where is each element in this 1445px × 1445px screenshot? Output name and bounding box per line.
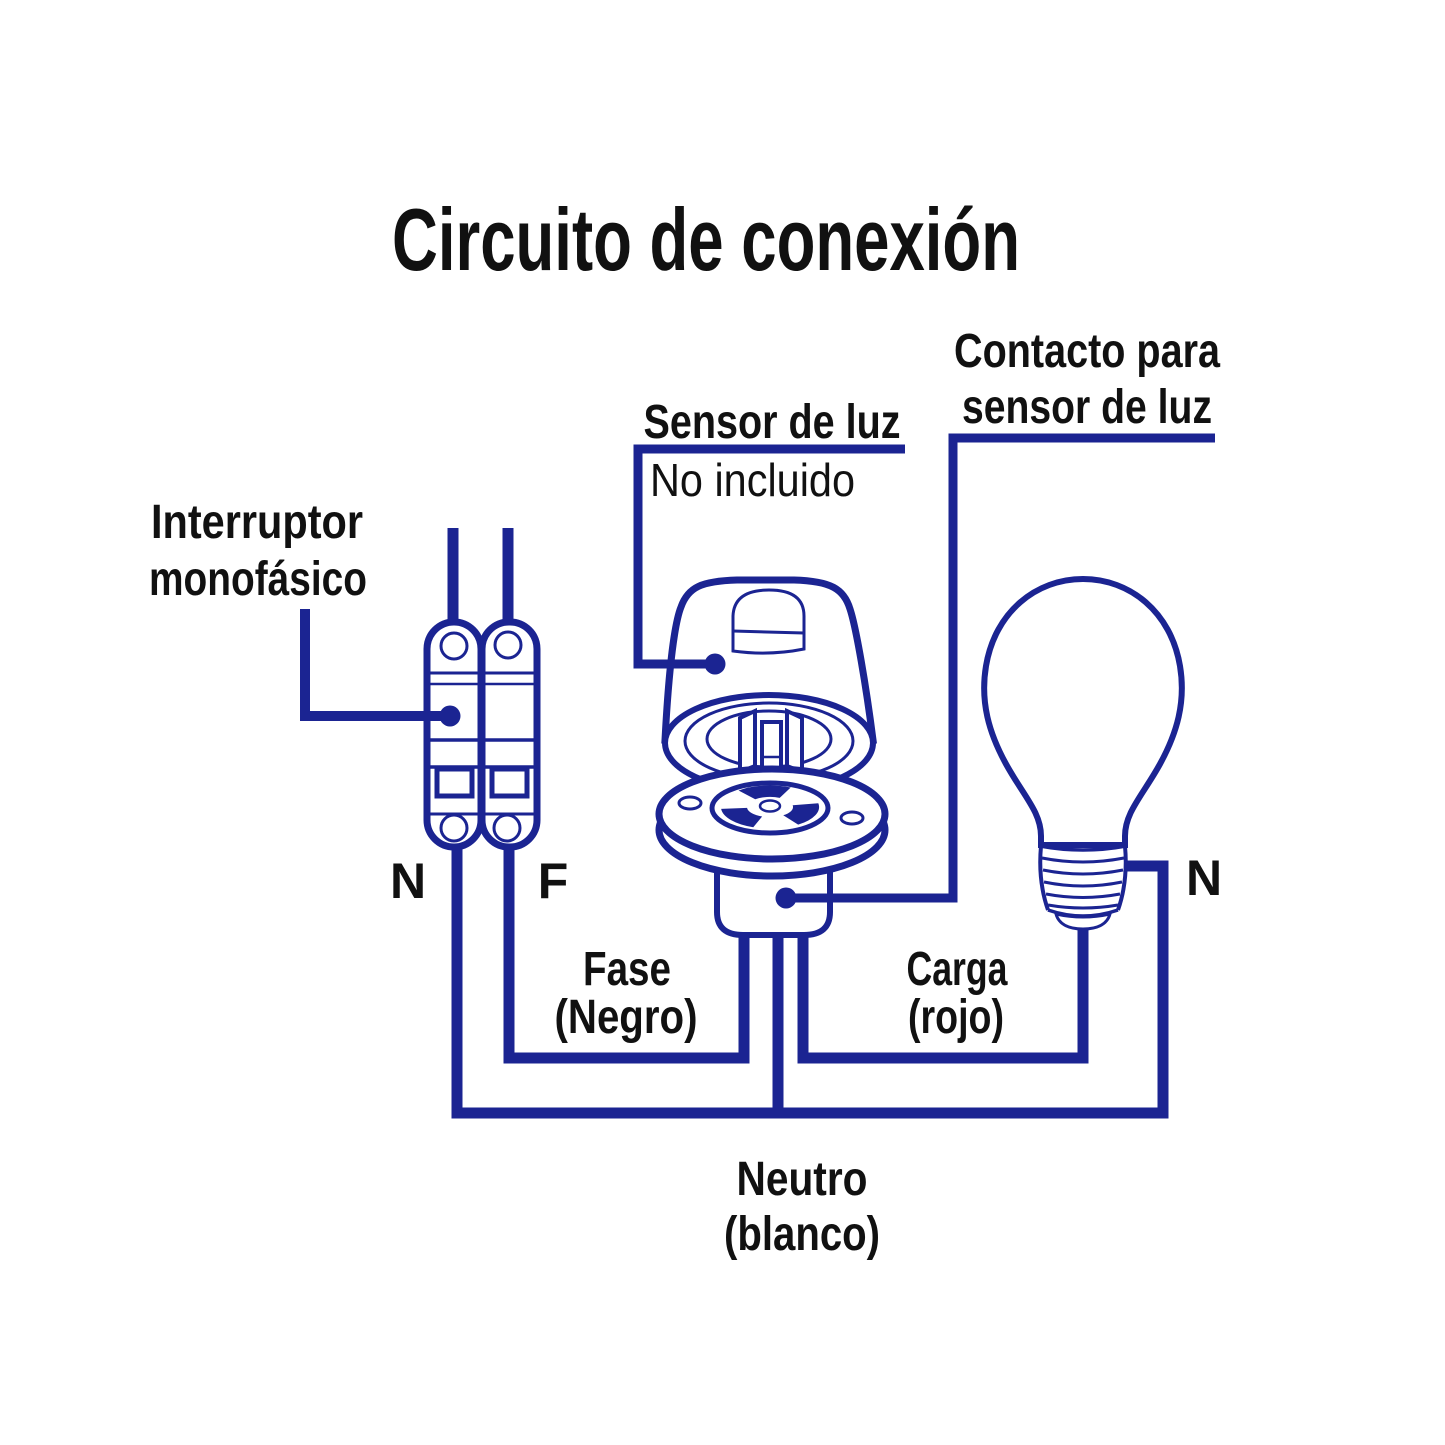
breaker-screw-bottom-left-icon (439, 813, 469, 843)
receptacle-center-hole (758, 799, 782, 813)
bulb-base-side-left (1038, 845, 1050, 911)
contact-label-line1: Contacto para (954, 325, 1220, 378)
breaker-label-line1: Interruptor (151, 496, 363, 549)
breaker-terminal-f: F (538, 853, 569, 909)
bulb-threads-icon (1041, 856, 1125, 910)
breaker-terminal-n: N (390, 853, 426, 909)
neutral-wire-label-line1: Neutro (737, 1153, 868, 1206)
breaker-leader-dot (439, 705, 461, 727)
bulb-base-side-right (1116, 845, 1128, 911)
bulb-contact-tip (1053, 911, 1113, 931)
page-title: Circuito de conexión (392, 190, 1020, 289)
neutral-wire-label-line2: (blanco) (724, 1208, 880, 1261)
sensor-label: Sensor de luz (644, 396, 901, 449)
photocell-sensor (655, 576, 889, 938)
contact-label-line2: sensor de luz (962, 381, 1212, 434)
sensor-leader-dot (704, 653, 726, 675)
contact-leader-line (794, 433, 1215, 903)
sensor-leader-line (633, 444, 905, 669)
wire-load-run (797, 926, 1089, 1064)
sensor-window-icon (731, 588, 806, 655)
breaker-leader-line (300, 609, 442, 721)
load-wire-label-line2: (rojo) (908, 991, 1004, 1044)
sensor-blade-left (738, 707, 757, 775)
breaker-screw-top-left-icon (439, 631, 469, 661)
labels: Circuito de conexión Interruptor monofás… (149, 190, 1222, 1261)
receptacle-screw-hole-left (677, 795, 703, 811)
load-wire-label-line1: Carga (907, 943, 1008, 996)
receptacle-twistlock-slots-icon (721, 785, 820, 828)
sensor-blade-right (785, 707, 804, 775)
sensor-note: No incluido (650, 454, 855, 506)
breaker-toggle-right (489, 766, 530, 799)
contact-leader-dot (775, 887, 797, 909)
wire-phase-run (503, 845, 750, 1064)
phase-wire-label-line1: Fase (583, 943, 671, 996)
breaker-screw-bottom-right-icon (492, 813, 522, 843)
breaker-toggle-left (434, 766, 475, 799)
breaker (423, 618, 541, 851)
breaker-label-line2: monofásico (149, 553, 367, 606)
wire-neutral-run (451, 845, 1169, 1119)
bulb-globe (981, 575, 1185, 848)
receptacle-screw-hole-right (839, 810, 865, 826)
breaker-screw-top-right-icon (493, 630, 523, 660)
sensor-window-divider (732, 629, 805, 635)
circuit-wires (447, 528, 1169, 1119)
sensor-stem (714, 864, 833, 938)
callout-lines (300, 433, 1215, 909)
bulb-terminal-n: N (1186, 850, 1222, 906)
light-bulb (981, 575, 1185, 931)
bulb-neck-line (1039, 844, 1127, 852)
phase-wire-label-line2: (Negro) (555, 991, 698, 1044)
